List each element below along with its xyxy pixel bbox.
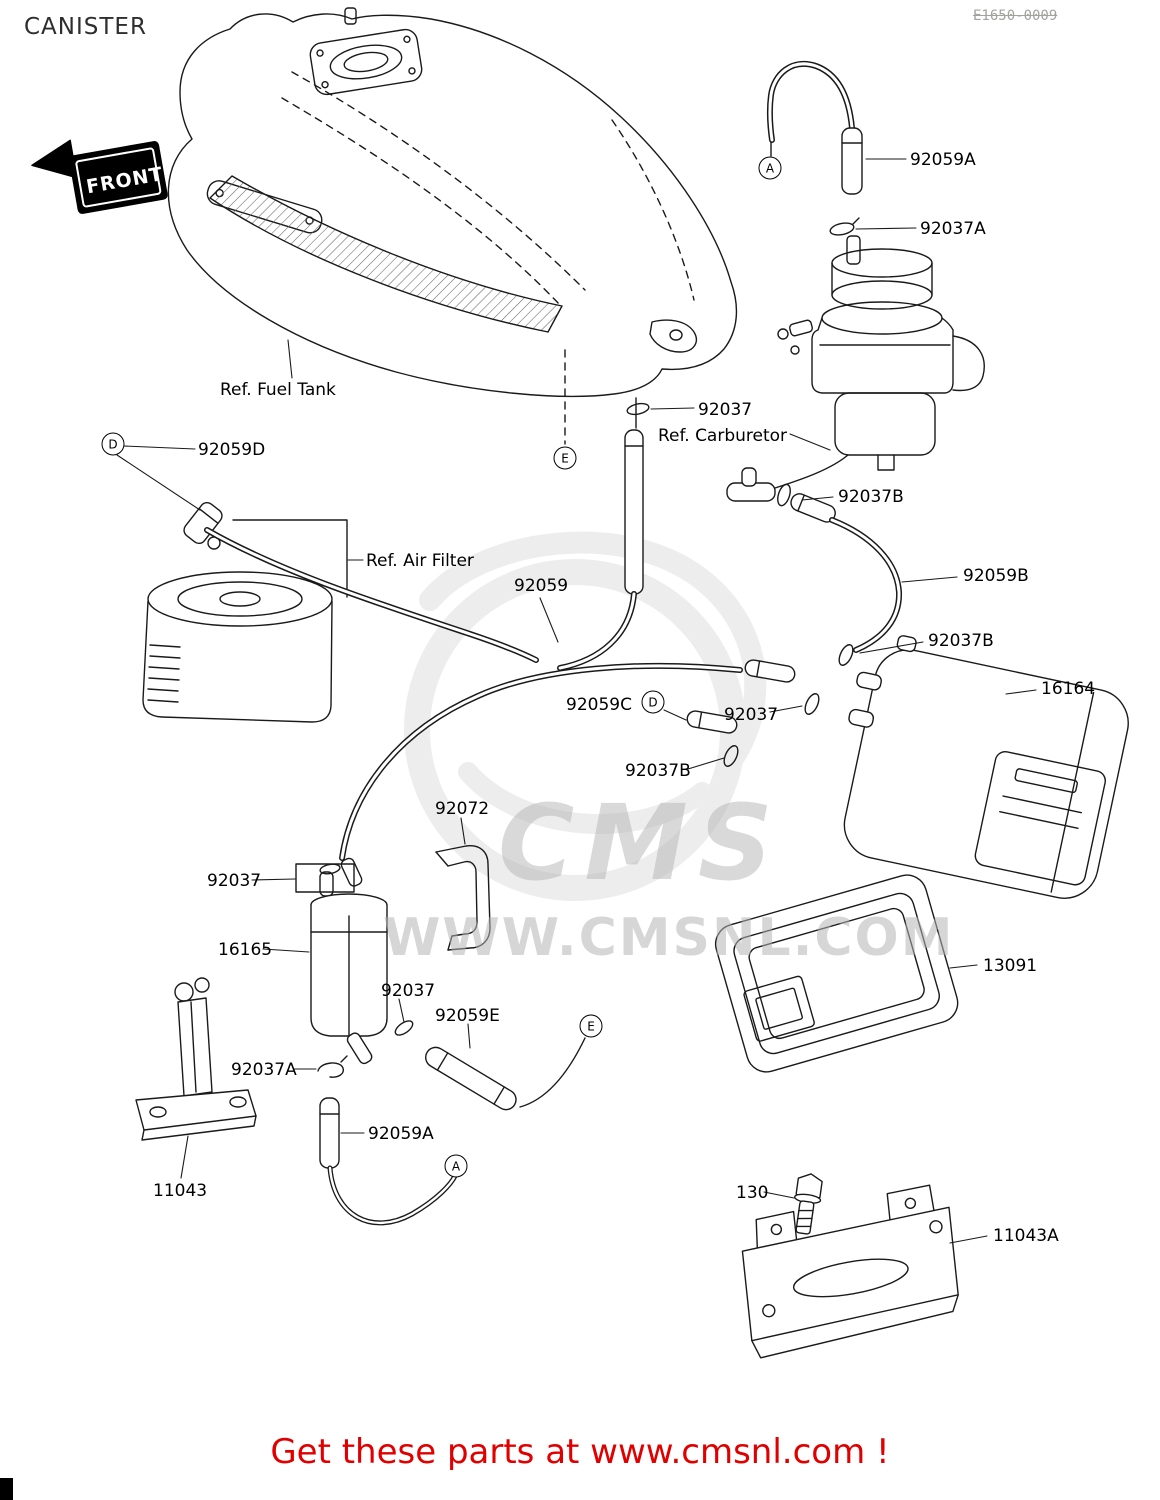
tube-92059a-bottom-drawing (319, 1097, 458, 1226)
part-number-label[interactable]: 130 (736, 1183, 769, 1203)
filter-16165-drawing (295, 857, 414, 1078)
callout-marker-d: D (641, 690, 665, 714)
page-title: CANISTER (24, 14, 147, 40)
part-number-label[interactable]: 92072 (435, 799, 490, 819)
part-number-label[interactable]: 92059B (963, 566, 1029, 586)
long-hoses-drawing (204, 527, 743, 861)
boot-13091-drawing (714, 874, 959, 1073)
tube-92059-drawing (564, 349, 650, 595)
leader-lines (116, 158, 1037, 1244)
doc-code: E1650-0009 (973, 8, 1058, 24)
callout-marker-a: A (444, 1154, 468, 1178)
part-number-label[interactable]: 92037 (207, 871, 262, 891)
part-number-label[interactable]: 92059 (514, 576, 569, 596)
part-number-label[interactable]: 92059A (368, 1124, 434, 1144)
fittings-92037b-92059b-drawing (686, 454, 903, 767)
part-number-label[interactable]: 11043A (993, 1226, 1059, 1246)
watermark-cms-text: CMS (498, 782, 783, 904)
callout-marker-e: E (553, 446, 577, 470)
part-number-label[interactable]: 92059A (910, 150, 976, 170)
part-number-label[interactable]: 92037B (625, 761, 691, 781)
watermark-url-text: WWW.CMSNL.COM (383, 908, 955, 968)
part-number-label[interactable]: 16164 (1041, 679, 1096, 699)
part-number-label[interactable]: 92037A (920, 219, 986, 239)
callout-marker-a: A (758, 156, 782, 180)
ref-label: Ref. Carburetor (658, 426, 788, 446)
fuel-tank-drawing (167, 7, 738, 398)
part-number-label[interactable]: 92037 (381, 981, 436, 1001)
part-number-label[interactable]: 92059E (435, 1006, 500, 1026)
callout-marker-d: D (101, 432, 125, 456)
ref-label: Ref. Air Filter (366, 551, 474, 571)
part-number-label[interactable]: 16165 (218, 940, 273, 960)
part-number-label[interactable]: 92059C (566, 695, 632, 715)
front-arrow-banner (31, 139, 168, 214)
part-number-label[interactable]: 92037B (838, 487, 904, 507)
bolt-130-drawing (794, 1173, 823, 1235)
bracket-11043a-drawing (741, 1184, 959, 1359)
bracket-11043-drawing (135, 977, 257, 1141)
callout-marker-e: E (579, 1014, 603, 1038)
part-number-label[interactable]: 92037 (698, 400, 753, 420)
bracket-92072-drawing (435, 845, 491, 951)
canister-16164-drawing (843, 635, 1129, 899)
part-number-label[interactable]: 92037A (231, 1060, 297, 1080)
ref-label: Ref. Fuel Tank (220, 380, 336, 400)
carburetor-drawing (777, 235, 985, 471)
part-number-label[interactable]: 13091 (983, 956, 1038, 976)
part-number-label[interactable]: 92059D (198, 440, 266, 460)
hose-92059a-top-drawing (766, 61, 863, 236)
part-number-label[interactable]: 11043 (153, 1181, 208, 1201)
hose-92059e-drawing (425, 1037, 586, 1111)
air-filter-drawing (142, 501, 348, 723)
part-number-label[interactable]: 92037B (928, 631, 994, 651)
page-corner-artifact (0, 1478, 13, 1500)
part-number-label[interactable]: 92037 (724, 705, 779, 725)
footer-banner[interactable]: Get these parts at www.cmsnl.com ! (270, 1432, 890, 1472)
